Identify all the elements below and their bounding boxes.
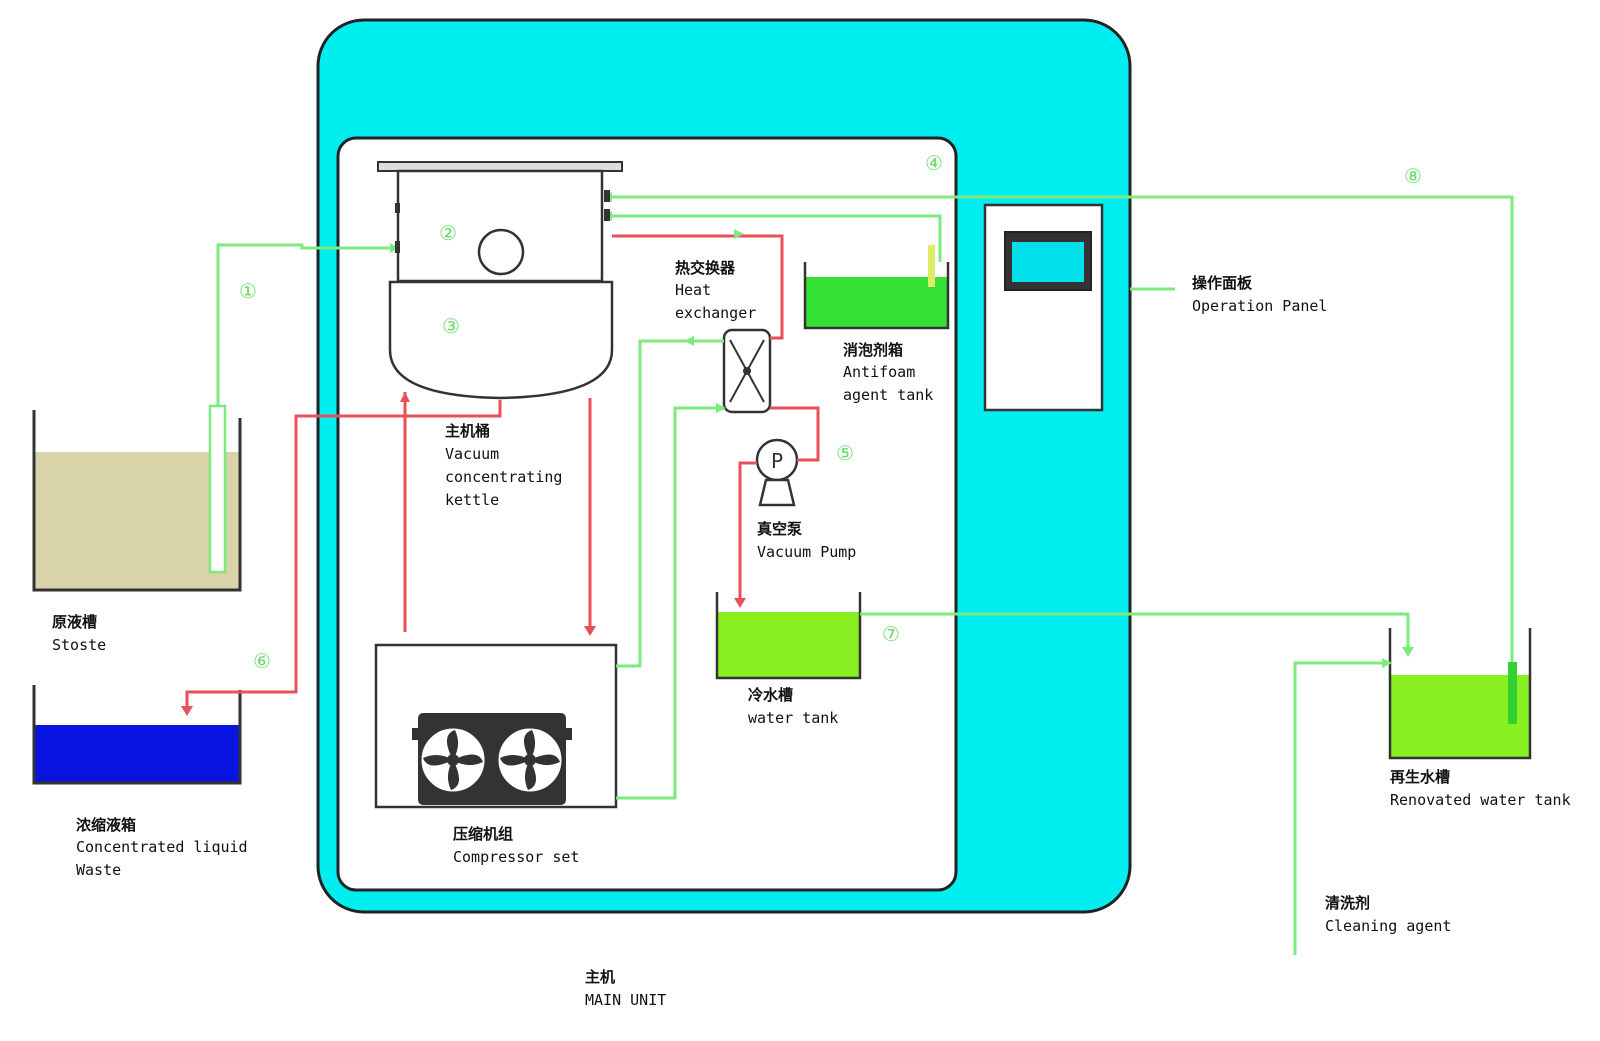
main-unit-label-cn: 主机 — [585, 968, 615, 986]
operation-panel-label-en: Operation Panel — [1192, 297, 1327, 315]
kettle-label-en1: Vacuum — [445, 445, 499, 463]
water-tank-label-cn: 冷水槽 — [748, 686, 793, 704]
cleaning-label-cn: 清洗剂 — [1325, 894, 1370, 912]
number-5: ⑤ — [836, 441, 854, 465]
antifoam-label-en2: agent tank — [843, 386, 933, 404]
pump-label-en: Vacuum Pump — [757, 543, 856, 561]
pump-icon: P — [755, 438, 799, 507]
number-1: ① — [239, 279, 257, 303]
kettle-label-en3: kettle — [445, 491, 499, 509]
number-8: ⑧ — [1404, 164, 1422, 188]
pump-label-cn: 真空泵 — [757, 520, 802, 538]
vacuum-kettle — [377, 161, 623, 400]
green-pipes — [216, 195, 1514, 955]
stock-label-en: Stoste — [52, 636, 106, 654]
suction-tube — [208, 404, 227, 574]
number-2: ② — [439, 221, 457, 245]
waste-label-en1: Concentrated liquid — [76, 838, 248, 856]
kettle-nozzles — [395, 190, 610, 253]
antifoam-tank — [803, 245, 950, 330]
stock-tank — [32, 410, 242, 592]
arrow-icon — [181, 392, 746, 716]
stock-label-cn: 原液槽 — [52, 613, 97, 631]
number-7: ⑦ — [882, 622, 900, 646]
heat-exchanger-label-cn: 热交换器 — [675, 259, 736, 277]
number-6: ⑥ — [253, 649, 271, 673]
waste-label-en2: Waste — [76, 861, 121, 879]
red-pipes — [185, 234, 820, 708]
reuse-tank-label-cn: 再生水槽 — [1390, 768, 1450, 786]
waste-tank — [32, 685, 242, 785]
compressor-set — [374, 643, 618, 809]
main-unit-label-en: MAIN UNIT — [585, 991, 666, 1009]
reuse-tank-label-en: Renovated water tank — [1390, 791, 1571, 809]
fan-icon — [495, 725, 565, 795]
compressor-label-cn: 压缩机组 — [453, 825, 513, 843]
operation-panel-label-cn: 操作面板 — [1192, 274, 1253, 292]
kettle-label-en2: concentrating — [445, 468, 562, 486]
waste-label-cn: 浓缩液箱 — [76, 816, 136, 834]
heat-exchanger-icon — [722, 328, 772, 414]
water-tank — [715, 592, 862, 680]
kettle-label-cn: 主机桶 — [445, 422, 490, 440]
heat-exchanger-label-en2: exchanger — [675, 304, 756, 322]
cleaning-label-en: Cleaning agent — [1325, 917, 1451, 935]
heat-exchanger-label-en1: Heat — [675, 281, 711, 299]
antifoam-label-en1: Antifoam — [843, 363, 915, 381]
pump-letter: P — [771, 449, 783, 473]
reuse-tank — [1388, 628, 1532, 760]
sight-glass — [477, 228, 525, 276]
screen-icon — [1004, 231, 1092, 291]
fan-icon — [418, 725, 488, 795]
compressor-label-en: Compressor set — [453, 848, 579, 866]
number-3: ③ — [442, 314, 460, 338]
number-4: ④ — [925, 151, 943, 175]
water-tank-label-en: water tank — [748, 709, 838, 727]
antifoam-label-cn: 消泡剂箱 — [843, 341, 903, 359]
